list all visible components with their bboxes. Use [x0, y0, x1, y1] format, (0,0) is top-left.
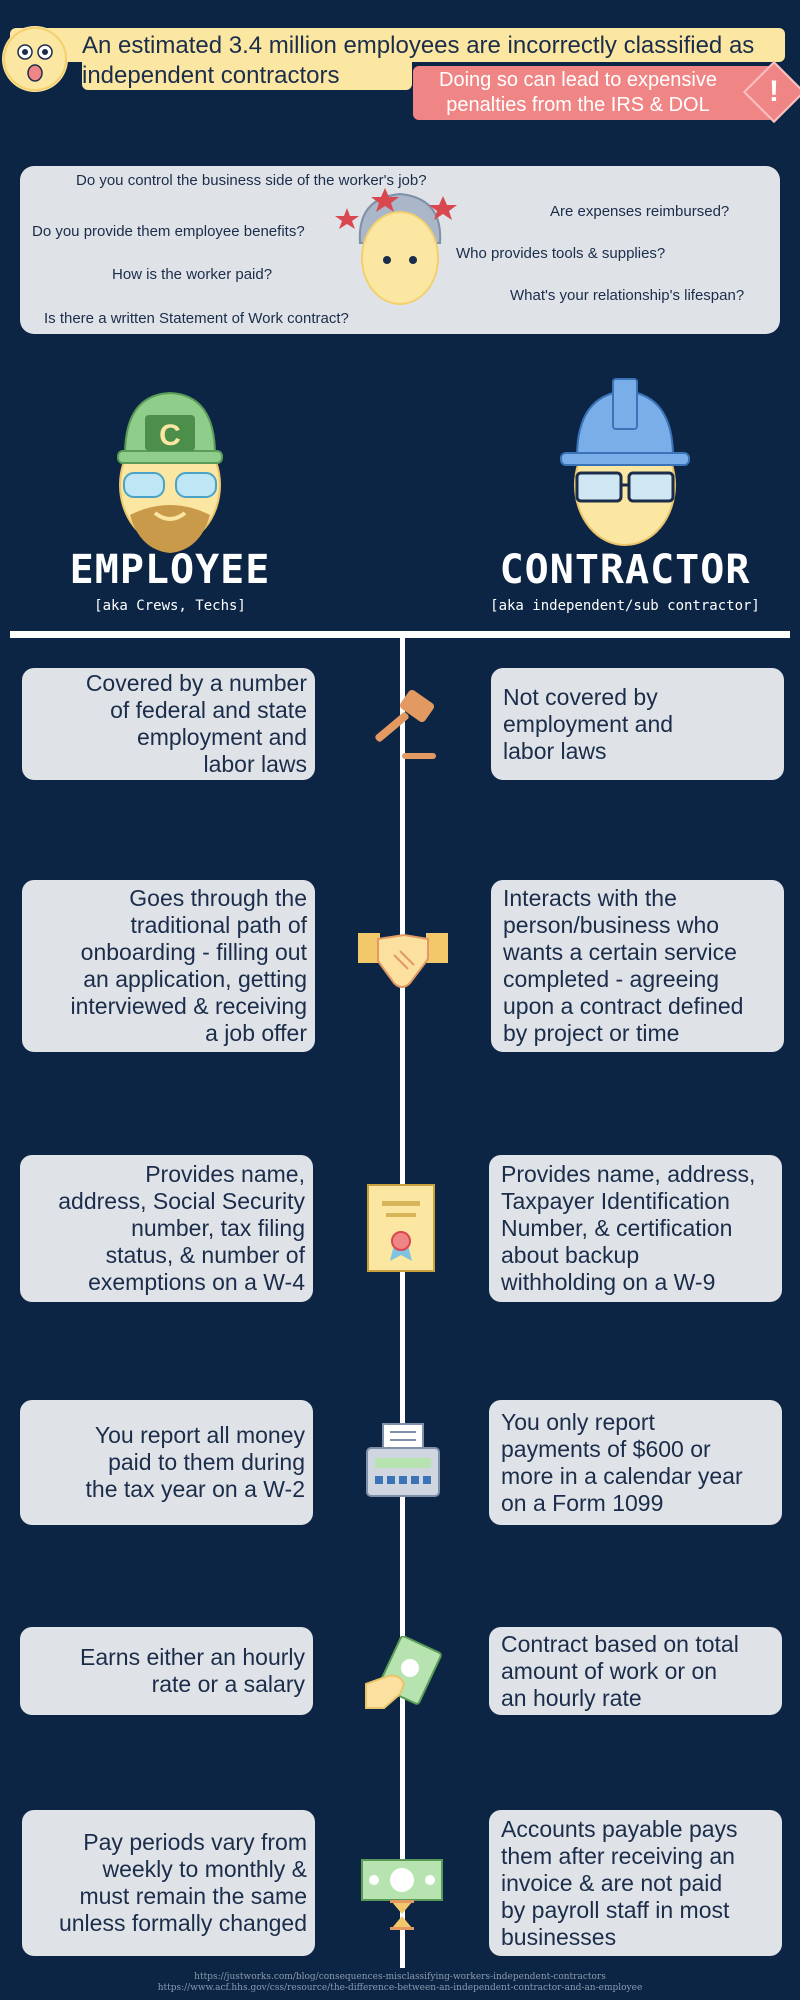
contractor-avatar-icon	[555, 375, 695, 560]
question-tools: Who provides tools & supplies?	[456, 245, 666, 262]
contractor-card-w9: Provides name, address, Taxpayer Identif…	[489, 1155, 782, 1302]
cap-letter: C	[159, 419, 181, 452]
employee-card-hourly: Earns either an hourly rate or a salary	[20, 1627, 313, 1715]
employee-card-w4: Provides name, address, Social Security …	[20, 1155, 313, 1302]
employee-avatar-icon: C	[100, 375, 240, 560]
certificate-icon	[366, 1183, 446, 1272]
employee-aka: [aka Crews, Techs]	[94, 598, 246, 614]
question-statement-of-work: Is there a written Statement of Work con…	[44, 310, 349, 327]
source-link-1[interactable]: https://justworks.com/blog/consequences-…	[194, 1972, 606, 1982]
cash-register-icon	[363, 1422, 443, 1502]
contractor-card-laws: Not covered by employment and labor laws	[491, 668, 784, 780]
money-hourglass-icon	[360, 1858, 443, 1938]
employee-card-laws: Covered by a number of federal and state…	[22, 668, 315, 780]
contractor-title: CONTRACTOR	[499, 547, 751, 593]
contractor-card-invoice: Accounts payable pays them after receivi…	[489, 1810, 782, 1956]
contractor-card-contract: Contract based on total amount of work o…	[489, 1627, 782, 1715]
question-benefits: Do you provide them employee benefits?	[32, 223, 305, 240]
question-pay: How is the worker paid?	[112, 266, 273, 283]
divider-horizontal	[10, 631, 790, 638]
source-link-2[interactable]: https://www.acf.hhs.gov/css/resource/the…	[157, 1983, 643, 1993]
contractor-card-onboarding: Interacts with the person/business who w…	[491, 880, 784, 1052]
employee-card-onboarding: Goes through the traditional path of onb…	[22, 880, 315, 1052]
gavel-icon	[362, 685, 442, 765]
handshake-icon	[358, 925, 448, 1005]
warning-banner	[413, 66, 775, 120]
divider-vertical	[400, 638, 405, 1968]
employee-card-w2: You report all money paid to them during…	[20, 1400, 313, 1525]
page-headline: An estimated 3.4 million employees are i…	[82, 32, 755, 89]
employee-title: EMPLOYEE	[69, 547, 271, 593]
employee-card-pay-periods: Pay periods vary from weekly to monthly …	[22, 1810, 315, 1956]
exclamation-icon: !	[769, 75, 779, 108]
surprised-face-icon	[2, 26, 68, 92]
confused-person-icon	[335, 188, 465, 323]
headline-banner	[10, 28, 785, 62]
question-control: Do you control the business side of the …	[76, 172, 427, 189]
contractor-card-1099: You only report payments of $600 or more…	[489, 1400, 782, 1525]
question-lifespan: What's your relationship's lifespan?	[510, 287, 745, 304]
cash-in-hand-icon	[364, 1635, 444, 1716]
warning-text: Doing so can lead to expensive penalties…	[439, 69, 717, 116]
headline-banner-extension	[82, 62, 412, 90]
question-expenses: Are expenses reimbursed?	[550, 203, 730, 220]
contractor-aka: [aka independent/sub contractor]	[490, 598, 760, 614]
